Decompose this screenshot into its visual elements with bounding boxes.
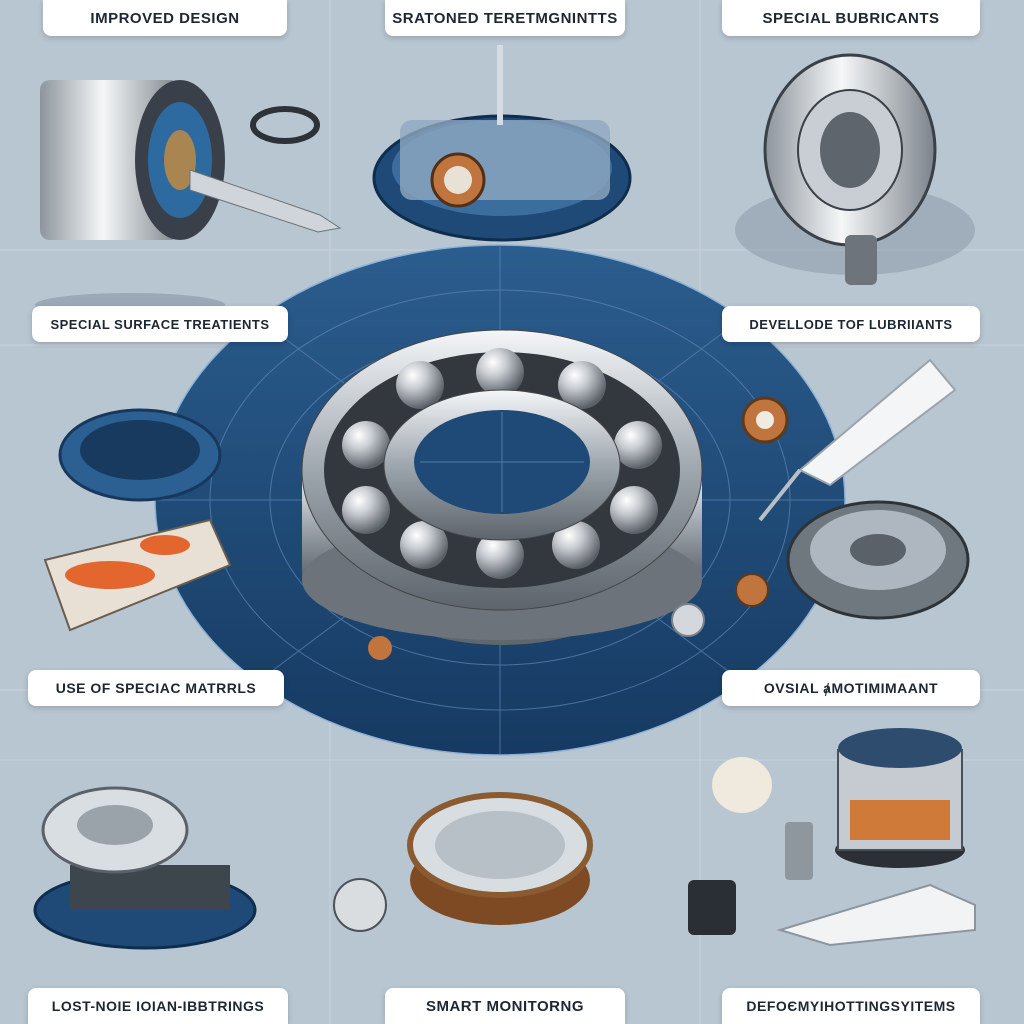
label-special-materials: USE OF SPECIAC MATRRLS: [28, 670, 284, 706]
label-surface-treatments-top: SRATONED TERETMGNINTTS: [385, 0, 625, 36]
label-improved-design: IMPROVED DESIGN: [43, 0, 287, 36]
label-smart-monitoring: SMART MONITORNG: [385, 988, 625, 1024]
surface-treatment-dish: [43, 408, 232, 632]
ball-bearing-icon: [301, 329, 703, 645]
label-low-noise-bearings: LOST-NOIE IOIAN-IBBTRINGS: [28, 988, 288, 1024]
lubricated-bearing-icon: [735, 53, 975, 285]
seal-housing-icon: [786, 500, 970, 620]
label-optimization: OVSIAL ⱥMOTIMIMAANT: [722, 670, 980, 706]
bearing-balls: [342, 348, 662, 579]
cylinder-stack-icon: [33, 786, 257, 950]
surface-treatment-platform: [372, 45, 632, 242]
deformation-sensor-icon: [688, 728, 976, 947]
label-deformation-systems: DEFOЄMYIHOTTINGSYITEMS: [722, 988, 980, 1024]
label-developed-lubricants: DEVELLODE TOF LUBRIIANTS: [722, 306, 980, 342]
cylinder-bearing-icon: [35, 80, 342, 317]
gear-icon: [368, 396, 789, 660]
label-special-lubricants: SPECIAL BUBRICANTS: [722, 0, 980, 36]
sensor-icon: [333, 792, 593, 932]
lubricant-tube-icon: [758, 358, 957, 522]
label-special-surface-treatments: SPECIAL SURFACE TREATIENTS: [32, 306, 288, 342]
seal-ring-icon: [250, 106, 320, 144]
